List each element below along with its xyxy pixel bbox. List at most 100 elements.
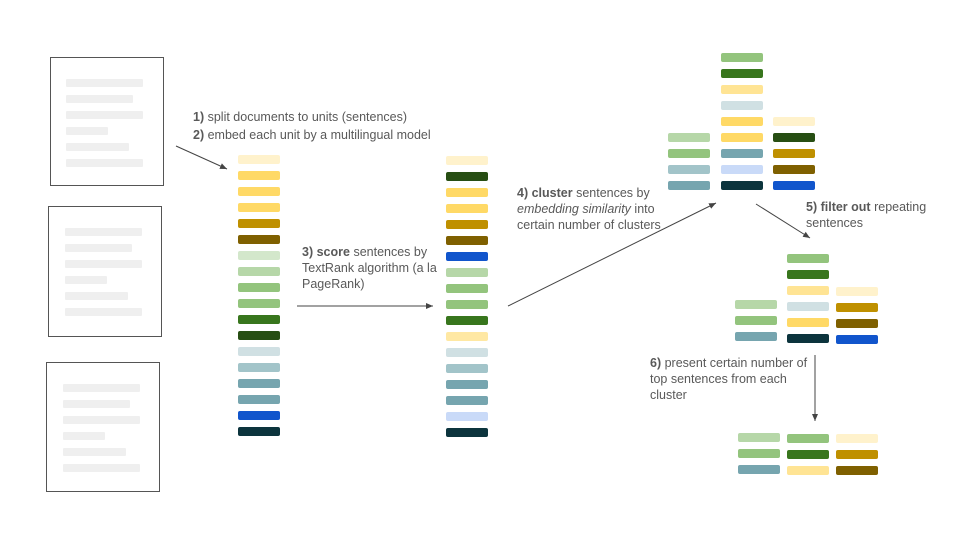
sentence-bar (787, 270, 829, 279)
sentence-bar (238, 219, 280, 228)
sentence-bar (238, 347, 280, 356)
sentence-bar (668, 165, 710, 174)
arrow-4 (755, 203, 811, 239)
sentence-bar (238, 379, 280, 388)
sentence-bar (836, 335, 878, 344)
sentence-bar (238, 235, 280, 244)
sentence-bar (721, 165, 763, 174)
text-line (66, 143, 129, 151)
sentence-bar (238, 187, 280, 196)
text-line (66, 79, 143, 87)
sentence-bar (738, 465, 780, 474)
sentence-bar (738, 433, 780, 442)
sentence-bar (836, 450, 878, 459)
text-line (65, 276, 107, 284)
sentence-bar (446, 268, 488, 277)
step-1-label: 1) split documents to units (sentences) (193, 110, 408, 124)
sentence-bar (238, 171, 280, 180)
sentence-bar (446, 188, 488, 197)
step-3-label: 3) score sentences by TextRank algorithm… (302, 245, 437, 291)
text-line (63, 448, 126, 456)
text-line (66, 127, 108, 135)
sentence-bar (238, 283, 280, 292)
sentence-bar (773, 165, 815, 174)
sentence-bar (836, 319, 878, 328)
sentence-bar (735, 332, 777, 341)
sentence-bar (668, 133, 710, 142)
text-line (63, 400, 130, 408)
sentence-bar (446, 204, 488, 213)
sentence-bar (238, 155, 280, 164)
sentence-bar (446, 412, 488, 421)
sentence-bar (238, 331, 280, 340)
text-line (63, 384, 140, 392)
sentence-bar (238, 203, 280, 212)
sentence-bar (773, 133, 815, 142)
step-2-label: 2) embed each unit by a multilingual mod… (193, 128, 431, 142)
text-line (65, 308, 142, 316)
sentence-bar (238, 267, 280, 276)
document-3 (46, 362, 160, 492)
sentence-bar (446, 428, 488, 437)
sentence-bar (238, 315, 280, 324)
sentence-bar (446, 220, 488, 229)
sentence-bar (446, 332, 488, 341)
sentence-bar (721, 149, 763, 158)
sentence-bar (721, 117, 763, 126)
text-line (66, 159, 143, 167)
sentence-bar (446, 252, 488, 261)
sentence-bar (787, 286, 829, 295)
sentence-bar (721, 53, 763, 62)
sentence-bar (721, 101, 763, 110)
text-line (63, 432, 105, 440)
text-line (66, 111, 143, 119)
sentence-bar (238, 395, 280, 404)
sentence-bar (446, 348, 488, 357)
sentence-bar (738, 449, 780, 458)
sentence-bar (446, 380, 488, 389)
sentence-bar (721, 133, 763, 142)
sentence-bar (836, 466, 878, 475)
sentence-bar (787, 334, 829, 343)
sentence-bar (721, 85, 763, 94)
step-4-label: 4) cluster sentences by embedding simila… (517, 186, 661, 232)
sentence-bar (773, 149, 815, 158)
text-line (63, 416, 140, 424)
sentence-bar (238, 251, 280, 260)
sentence-bar (446, 364, 488, 373)
sentence-bar (787, 318, 829, 327)
sentence-bar (721, 69, 763, 78)
sentence-bar (836, 303, 878, 312)
sentence-bar (238, 363, 280, 372)
sentence-bar (238, 411, 280, 420)
sentence-bar (446, 316, 488, 325)
text-line (65, 244, 132, 252)
sentence-bar (446, 300, 488, 309)
document-1 (50, 57, 164, 186)
sentence-bar (668, 181, 710, 190)
sentence-bar (836, 434, 878, 443)
sentence-bar (787, 434, 829, 443)
sentence-bar (787, 450, 829, 459)
sentence-bar (446, 172, 488, 181)
sentence-bar (787, 254, 829, 263)
sentence-bar (773, 181, 815, 190)
arrow-1 (175, 145, 228, 170)
sentence-bar (721, 181, 763, 190)
sentence-bar (787, 466, 829, 475)
sentence-bar (668, 149, 710, 158)
sentence-bar (446, 284, 488, 293)
step-6-label: 6) present certain number of top sentenc… (650, 356, 808, 402)
sentence-bar (238, 299, 280, 308)
sentence-bar (735, 300, 777, 309)
sentence-bar (238, 427, 280, 436)
text-line (66, 95, 133, 103)
sentence-bar (446, 396, 488, 405)
text-line (65, 260, 142, 268)
sentence-bar (836, 287, 878, 296)
sentence-bar (735, 316, 777, 325)
text-line (65, 292, 128, 300)
sentence-bar (446, 236, 488, 245)
sentence-bar (773, 117, 815, 126)
